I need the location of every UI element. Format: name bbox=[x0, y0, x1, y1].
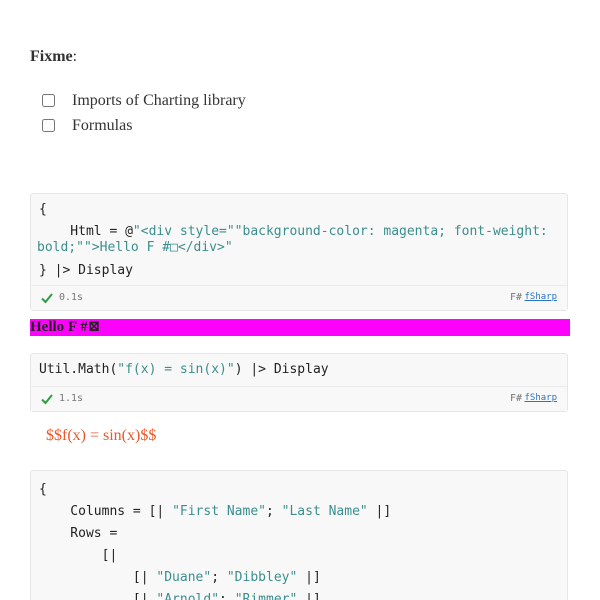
todo-label-formulas: Formulas bbox=[72, 116, 133, 134]
code-editor-html[interactable]: { Html = @"<div style=""background-color… bbox=[37, 202, 548, 298]
code-line: [| "Duane"; "Dibbley" |] bbox=[39, 570, 321, 585]
kernel-picker-link[interactable]: fSharp bbox=[524, 292, 557, 302]
code-cell-html[interactable]: { Html = @"<div style=""background-color… bbox=[30, 193, 568, 311]
cell-status-bar: 0.1s F# fSharp bbox=[31, 285, 567, 310]
execution-time: 0.1s bbox=[59, 292, 84, 303]
fixme-heading: Fixme: bbox=[30, 47, 77, 67]
code-line: [| bbox=[39, 548, 118, 563]
code-line: Util.Math("f(x) = sin(x)") |> Display bbox=[39, 362, 329, 377]
code-editor-table[interactable]: { Columns = [| "First Name"; "Last Name"… bbox=[39, 479, 391, 600]
todo-checkbox-charting[interactable] bbox=[42, 94, 55, 107]
code-cell-math[interactable]: Util.Math("f(x) = sin(x)") |> Display 1.… bbox=[30, 353, 568, 412]
todo-checkbox-formulas[interactable] bbox=[42, 119, 55, 132]
todo-item-charting: Imports of Charting library bbox=[40, 88, 246, 113]
fixme-colon: : bbox=[72, 48, 78, 65]
code-line: { bbox=[39, 482, 47, 497]
code-line: Html = @"<div style=""background-color: … bbox=[39, 224, 548, 239]
html-output: Hello F #⊠ bbox=[30, 319, 570, 336]
execution-time: 1.1s bbox=[59, 393, 84, 404]
code-cell-table[interactable]: { Columns = [| "First Name"; "Last Name"… bbox=[30, 470, 568, 600]
code-line: { bbox=[39, 202, 47, 217]
fixme-todo-list: Imports of Charting library Formulas bbox=[40, 88, 246, 138]
code-line: [| "Arnold"; "Rimmer" |] bbox=[39, 592, 321, 600]
todo-label-charting: Imports of Charting library bbox=[72, 91, 246, 109]
check-icon bbox=[41, 293, 53, 304]
cell-language: F# bbox=[509, 393, 522, 404]
fixme-label: Fixme bbox=[30, 48, 73, 65]
code-editor-math[interactable]: Util.Math("f(x) = sin(x)") |> Display bbox=[39, 362, 329, 378]
check-icon bbox=[41, 394, 53, 405]
cell-language: F# bbox=[509, 292, 522, 303]
code-line: bold;"">Hello F #□</div>" bbox=[37, 240, 233, 255]
kernel-picker-link[interactable]: fSharp bbox=[524, 393, 557, 403]
math-output: $$f(x) = sin(x)$$ bbox=[46, 427, 157, 444]
code-line: Columns = [| "First Name"; "Last Name" |… bbox=[39, 504, 392, 519]
todo-item-formulas: Formulas bbox=[40, 113, 246, 138]
code-line: Rows = bbox=[39, 526, 118, 541]
cell-status-bar: 1.1s F# fSharp bbox=[31, 386, 567, 411]
code-line: } |> Display bbox=[39, 263, 133, 278]
